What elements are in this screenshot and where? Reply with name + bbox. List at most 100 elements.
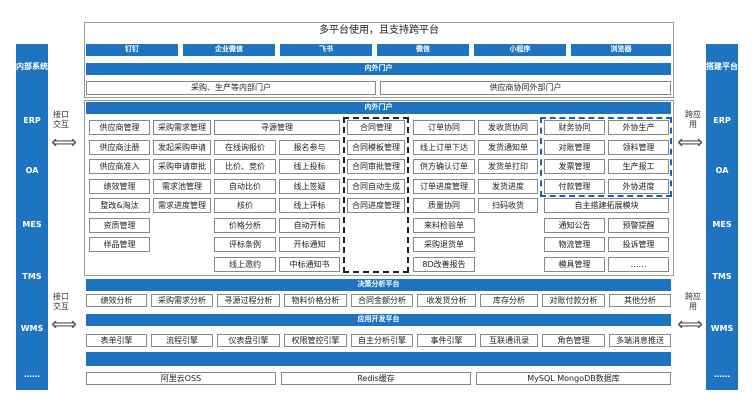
custom-complaint[interactable]: 投诉管理 xyxy=(608,237,669,252)
payment-mgmt[interactable]: 付款管理 xyxy=(544,179,605,194)
permission-engine[interactable]: 权限管控引擎 xyxy=(284,334,347,347)
contacts[interactable]: 互联通讯录 xyxy=(480,334,538,347)
left-sidebar-oa[interactable]: OA xyxy=(25,166,39,175)
platform-dingtalk[interactable]: 钉钉 xyxy=(86,44,178,56)
left-sidebar-wms[interactable]: WMS xyxy=(20,324,44,333)
custom-logistics[interactable]: 物流管理 xyxy=(544,237,605,252)
external-portal[interactable]: 供应商协同外部门户 xyxy=(380,81,671,95)
demand-progress-mgmt[interactable]: 需求进度管理 xyxy=(153,198,211,213)
portal-bar: 内外门户 xyxy=(86,63,671,75)
sourcing-online-rfq[interactable]: 在线询报价 xyxy=(214,140,276,155)
role-mgmt[interactable]: 角色管理 xyxy=(542,334,605,347)
contract-template-mgmt[interactable]: 合同模板管理 xyxy=(347,140,405,155)
invoice-mgmt[interactable]: 发票管理 xyxy=(544,159,605,174)
incoming-inspection[interactable]: 来料检验单 xyxy=(413,218,475,233)
form-engine[interactable]: 表单引擎 xyxy=(86,334,147,347)
analysis-material-price[interactable]: 物料价格分析 xyxy=(284,294,347,307)
left-sidebar-mes[interactable]: MES xyxy=(22,220,42,229)
delivery-progress[interactable]: 发货进度 xyxy=(478,179,538,194)
workflow-engine[interactable]: 流程引擎 xyxy=(151,334,213,347)
infra-database[interactable]: MySQL MongoDB数据库 xyxy=(476,372,671,385)
sourcing-auto-compare[interactable]: 自动比价 xyxy=(214,179,276,194)
custom-notice[interactable]: 通知公告 xyxy=(544,218,605,233)
supplier-mgmt[interactable]: 供应商管理 xyxy=(89,120,150,135)
infra-redis[interactable]: Redis缓存 xyxy=(281,372,471,385)
sourcing-online-invite[interactable]: 线上邀约 xyxy=(214,257,276,272)
contract-mgmt[interactable]: 合同管理 xyxy=(347,120,405,135)
platform-browser[interactable]: 浏览器 xyxy=(571,44,671,56)
sourcing-bid-rules[interactable]: 评标条例 xyxy=(214,237,276,252)
contract-progress-mgmt[interactable]: 合同进度管理 xyxy=(347,198,405,213)
sourcing-header[interactable]: 寻源管理 xyxy=(214,120,340,135)
platform-wechat[interactable]: 微信 xyxy=(377,44,469,56)
message-push[interactable]: 多端消息推送 xyxy=(609,334,671,347)
finance-collab[interactable]: 财务协同 xyxy=(544,120,605,135)
sourcing-bidding[interactable]: 比价、竞价 xyxy=(214,159,276,174)
analysis-sourcing[interactable]: 寻源过程分析 xyxy=(217,294,280,307)
custom-alert[interactable]: 预警提醒 xyxy=(608,218,669,233)
analysis-other[interactable]: 其他分析 xyxy=(609,294,671,307)
sourcing-signup[interactable]: 报名参与 xyxy=(279,140,340,155)
purchase-request-approval[interactable]: 采购申请审批 xyxy=(153,159,211,174)
supplier-register[interactable]: 供应商注册 xyxy=(89,140,150,155)
sourcing-price-analysis[interactable]: 价格分析 xyxy=(214,218,276,233)
custom-module-header[interactable]: 自主搭建拓展模块 xyxy=(544,198,669,213)
performance-mgmt[interactable]: 绩效管理 xyxy=(89,179,150,194)
order-progress-mgmt[interactable]: 订单进度管理 xyxy=(413,179,475,194)
delivery-print[interactable]: 发货单打印 xyxy=(478,159,538,174)
analysis-performance[interactable]: 绩效分析 xyxy=(86,294,147,307)
analysis-contract-amount[interactable]: 合同金额分析 xyxy=(351,294,413,307)
sourcing-online-evaluation[interactable]: 线上评标 xyxy=(279,198,340,213)
dashboard-engine[interactable]: 仪表盘引擎 xyxy=(217,334,280,347)
sample-mgmt[interactable]: 样品管理 xyxy=(89,237,150,252)
contract-approval-mgmt[interactable]: 合同审批管理 xyxy=(347,159,405,174)
order-supplier-confirm[interactable]: 供方确认订单 xyxy=(413,159,475,174)
material-pick-mgmt[interactable]: 领料管理 xyxy=(608,140,669,155)
right-sidebar-erp[interactable]: ERP xyxy=(713,116,731,125)
supplier-admission[interactable]: 供应商准入 xyxy=(89,159,150,174)
8d-report[interactable]: 8D改善报告 xyxy=(413,257,475,272)
event-engine[interactable]: 事件引擎 xyxy=(417,334,476,347)
purchase-demand-mgmt[interactable]: 采购需求管理 xyxy=(153,120,211,135)
internal-portal[interactable]: 采购、生产等内部门户 xyxy=(86,81,376,95)
production-report[interactable]: 生产报工 xyxy=(608,159,669,174)
sourcing-online-bid[interactable]: 线上投标 xyxy=(279,159,340,174)
analysis-purchase-demand[interactable]: 采购需求分析 xyxy=(151,294,213,307)
demand-pool-mgmt[interactable]: 需求池管理 xyxy=(153,179,211,194)
delivery-collab[interactable]: 发收货协同 xyxy=(478,120,538,135)
sourcing-award-notice[interactable]: 中标通知书 xyxy=(279,257,340,272)
order-online-issue[interactable]: 线上订单下达 xyxy=(413,140,475,155)
right-sidebar-wms[interactable]: WMS xyxy=(710,324,734,333)
sourcing-auto-open[interactable]: 自动开标 xyxy=(279,218,340,233)
scan-receive[interactable]: 扫码收货 xyxy=(478,198,538,213)
platform-miniprogram[interactable]: 小程序 xyxy=(474,44,566,56)
sourcing-online-query[interactable]: 线上签疑 xyxy=(279,179,340,194)
analysis-delivery[interactable]: 收发货分析 xyxy=(417,294,476,307)
left-sidebar-tms[interactable]: TMS xyxy=(22,272,42,281)
outsource-progress[interactable]: 外协进度 xyxy=(608,179,669,194)
infra-oss[interactable]: 阿里云OSS xyxy=(86,372,276,385)
sourcing-open-notice[interactable]: 开标通知 xyxy=(279,237,340,252)
rectify-eliminate[interactable]: 整改&淘汰 xyxy=(89,198,150,213)
reconcile-mgmt[interactable]: 对账管理 xyxy=(544,140,605,155)
custom-more[interactable]: …… xyxy=(608,257,669,272)
contract-auto-generate[interactable]: 合同自动生成 xyxy=(347,179,405,194)
outsource-production[interactable]: 外协生产 xyxy=(608,120,669,135)
custom-mold[interactable]: 模具管理 xyxy=(544,257,605,272)
left-sidebar-erp[interactable]: ERP xyxy=(23,116,41,125)
delivery-notice[interactable]: 发货通知单 xyxy=(478,140,538,155)
order-collab[interactable]: 订单协同 xyxy=(413,120,475,135)
platform-wecom[interactable]: 企业微信 xyxy=(183,44,275,56)
initiate-purchase-request[interactable]: 发起采购申请 xyxy=(153,140,211,155)
analysis-inventory[interactable]: 库存分析 xyxy=(480,294,538,307)
analysis-reconcile-payment[interactable]: 对账付款分析 xyxy=(542,294,605,307)
purchase-return[interactable]: 采购退货单 xyxy=(413,237,475,252)
sourcing-price-check[interactable]: 核价 xyxy=(214,198,276,213)
quality-collab[interactable]: 质量协同 xyxy=(413,198,475,213)
qualification-mgmt[interactable]: 资质管理 xyxy=(89,218,150,233)
right-sidebar-oa[interactable]: OA xyxy=(715,166,729,175)
right-sidebar-mes[interactable]: MES xyxy=(712,220,732,229)
analysis-engine[interactable]: 自主分析引擎 xyxy=(351,334,413,347)
right-sidebar-tms[interactable]: TMS xyxy=(712,272,732,281)
platform-feishu[interactable]: 飞书 xyxy=(280,44,372,56)
